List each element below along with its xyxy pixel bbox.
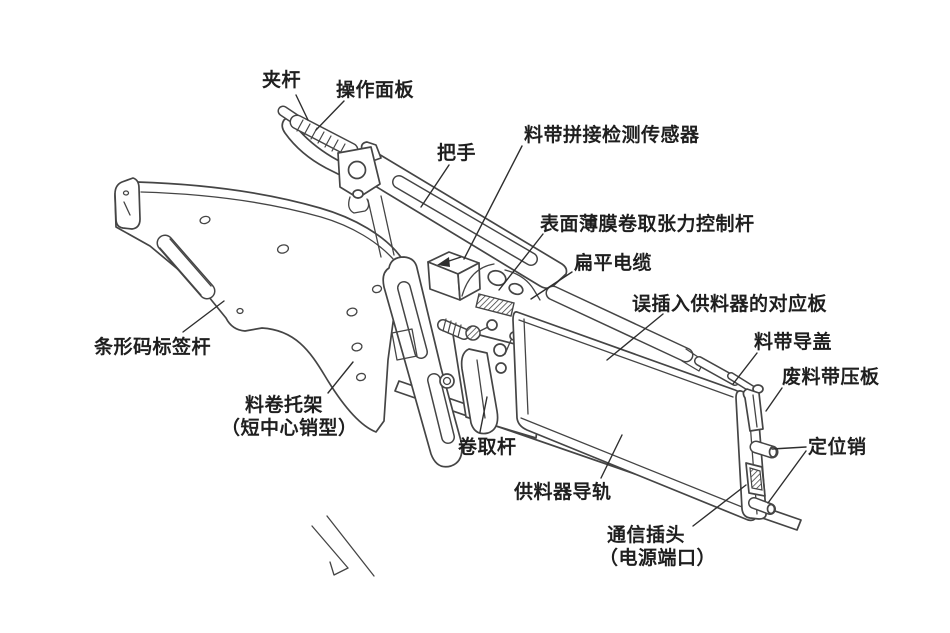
label-mis-insert-plate: 误插入供料器的对应板 [632,294,828,315]
left-frame-part [114,177,405,433]
label-film-tension-lever: 表面薄膜卷取张力控制杆 [540,214,755,235]
label-waste-tape-plate: 废料带压板 [782,367,880,388]
label-operation-panel: 操作面板 [336,80,415,101]
operation-panel-part [289,114,381,214]
label-reel-holder-line2: （短中心销型） [221,418,358,439]
barcode-label-bar-part [156,234,216,300]
positioning-pins-part [748,440,779,515]
label-comm-plug-line2: （电源端口） [599,548,717,569]
label-positioning-pin: 定位销 [808,437,867,458]
label-tape-guide-cover: 料带导盖 [754,332,833,353]
label-barcode-label-bar: 条形码标签杆 [94,337,212,358]
handle-part [347,141,568,290]
reel-holder-bracket-part [367,195,463,468]
label-reel-holder-line1: 料卷托架 [245,395,324,416]
label-handle: 把手 [437,143,477,164]
label-comm-plug-line1: 通信插头 [607,525,686,546]
label-clamp-lever: 夹杆 [262,70,302,91]
takeup-lever-part [460,348,499,435]
splice-sensor-part [427,251,541,301]
comm-plug-part [745,462,766,497]
leader-lines [182,94,807,527]
label-flat-cable: 扁平电缆 [574,253,653,274]
label-takeup-lever: 卷取杆 [458,437,517,458]
label-splice-sensor: 料带拼接检测传感器 [524,125,700,146]
label-feeder-rail: 供料器导轨 [514,482,612,503]
